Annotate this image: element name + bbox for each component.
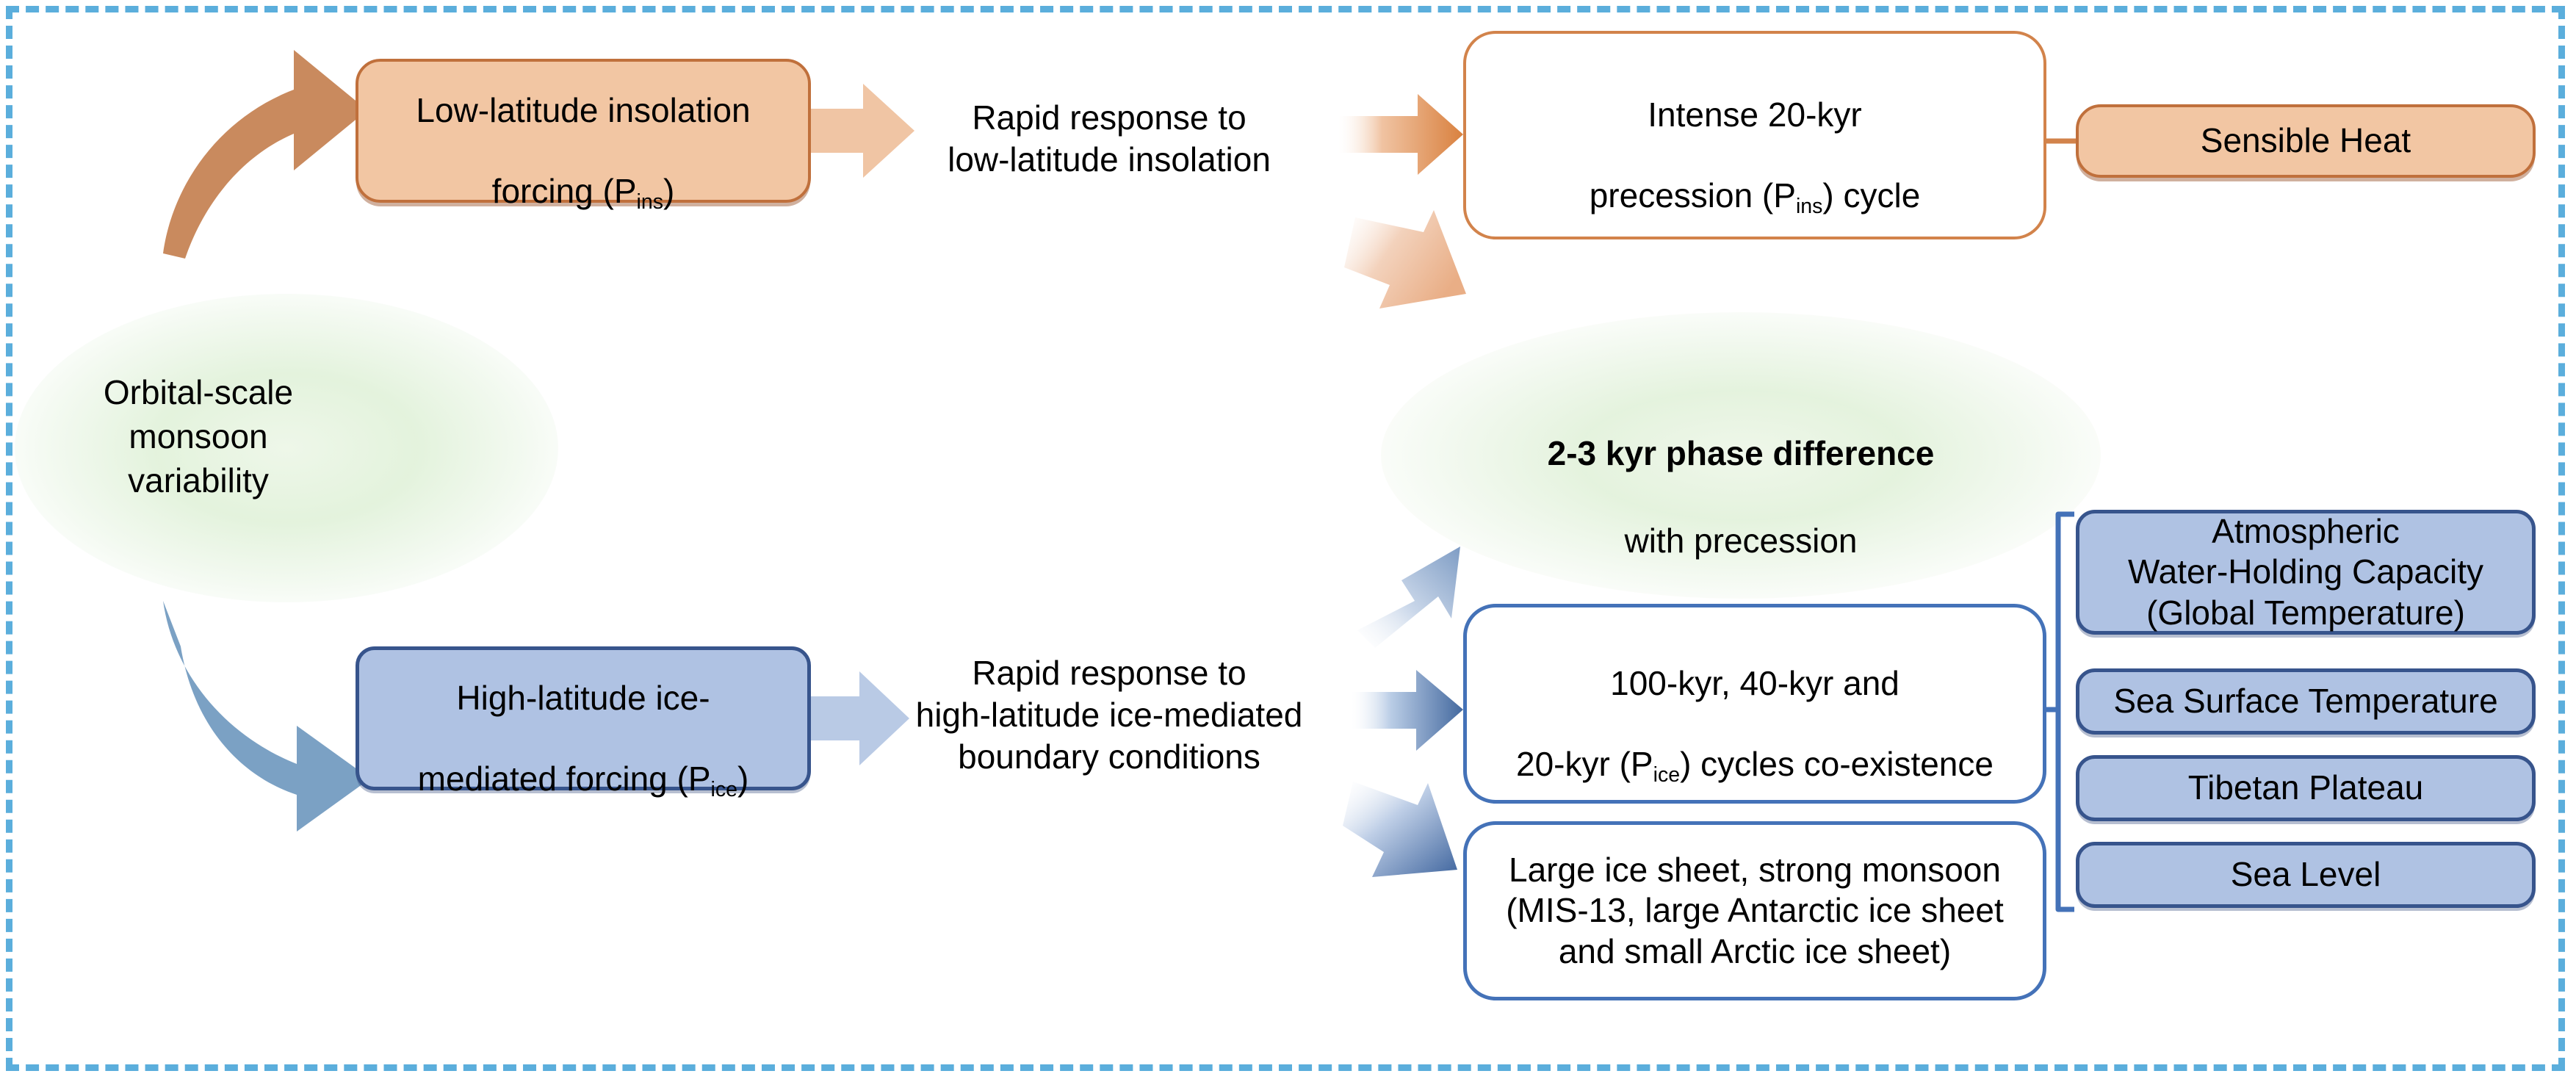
node-large-ice-sheet-strong-monsoon[interactable]: Large ice sheet, strong monsoon (MIS-13,… — [1463, 821, 2046, 1000]
label-phase-difference-sub: with precession — [1624, 522, 1858, 560]
node-intense-precession-label: Intense 20-kyr precession (Pins) cycle — [1589, 95, 1921, 219]
node-cycles-coexistence-label: 100-kyr, 40-kyr and 20-kyr (Pice) cycles… — [1516, 663, 1994, 787]
node-tibetan-plateau[interactable]: Tibetan Plateau — [2076, 755, 2536, 821]
node-sea-surface-temperature[interactable]: Sea Surface Temperature — [2076, 668, 2536, 735]
node-low-latitude-insolation-forcing[interactable]: Low-latitude insolation forcing (Pins) — [356, 59, 811, 214]
subscript-ins: ins — [1795, 195, 1823, 219]
node-atmospheric-water-holding-capacity[interactable]: Atmospheric Water-Holding Capacity (Glob… — [2076, 510, 2536, 635]
subscript-ice: ice — [710, 778, 737, 802]
subscript-ins: ins — [636, 190, 663, 214]
node-tibetan-plateau-label: Tibetan Plateau — [2187, 768, 2424, 807]
node-high-latitude-label: High-latitude ice- mediated forcing (Pic… — [417, 678, 749, 802]
label-rapid-response-high-latitude: Rapid response to high-latitude ice-medi… — [915, 654, 1303, 776]
node-sensible-heat-label: Sensible Heat — [2200, 121, 2411, 160]
label-phase-difference: 2-3 kyr phase difference with precession — [1440, 388, 2042, 563]
node-low-latitude-label: Low-latitude insolation forcing (Pins) — [416, 90, 751, 214]
diagram-outer-frame — [6, 6, 2565, 1071]
node-sea-level[interactable]: Sea Level — [2076, 842, 2536, 908]
node-cycles-coexistence[interactable]: 100-kyr, 40-kyr and 20-kyr (Pice) cycles… — [1463, 604, 2046, 804]
node-high-latitude-ice-mediated-forcing[interactable]: High-latitude ice- mediated forcing (Pic… — [356, 646, 811, 801]
subscript-ice: ice — [1653, 763, 1681, 787]
label-phase-difference-bold: 2-3 kyr phase difference — [1547, 433, 1935, 472]
label-orbital-scale-monsoon-variability: Orbital-scale monsoon variability — [103, 373, 294, 499]
node-atmospheric-water-holding-label: Atmospheric Water-Holding Capacity (Glob… — [2127, 512, 2484, 632]
node-intense-precession-cycle[interactable]: Intense 20-kyr precession (Pins) cycle — [1463, 31, 2046, 239]
node-sensible-heat[interactable]: Sensible Heat — [2076, 104, 2536, 178]
node-sea-level-label: Sea Level — [2230, 855, 2381, 894]
label-rapid-response-low-latitude: Rapid response to low-latitude insolatio… — [948, 98, 1271, 179]
node-large-ice-sheet-label: Large ice sheet, strong monsoon (MIS-13,… — [1506, 851, 2004, 970]
node-sea-surface-temperature-label: Sea Surface Temperature — [2113, 682, 2498, 721]
